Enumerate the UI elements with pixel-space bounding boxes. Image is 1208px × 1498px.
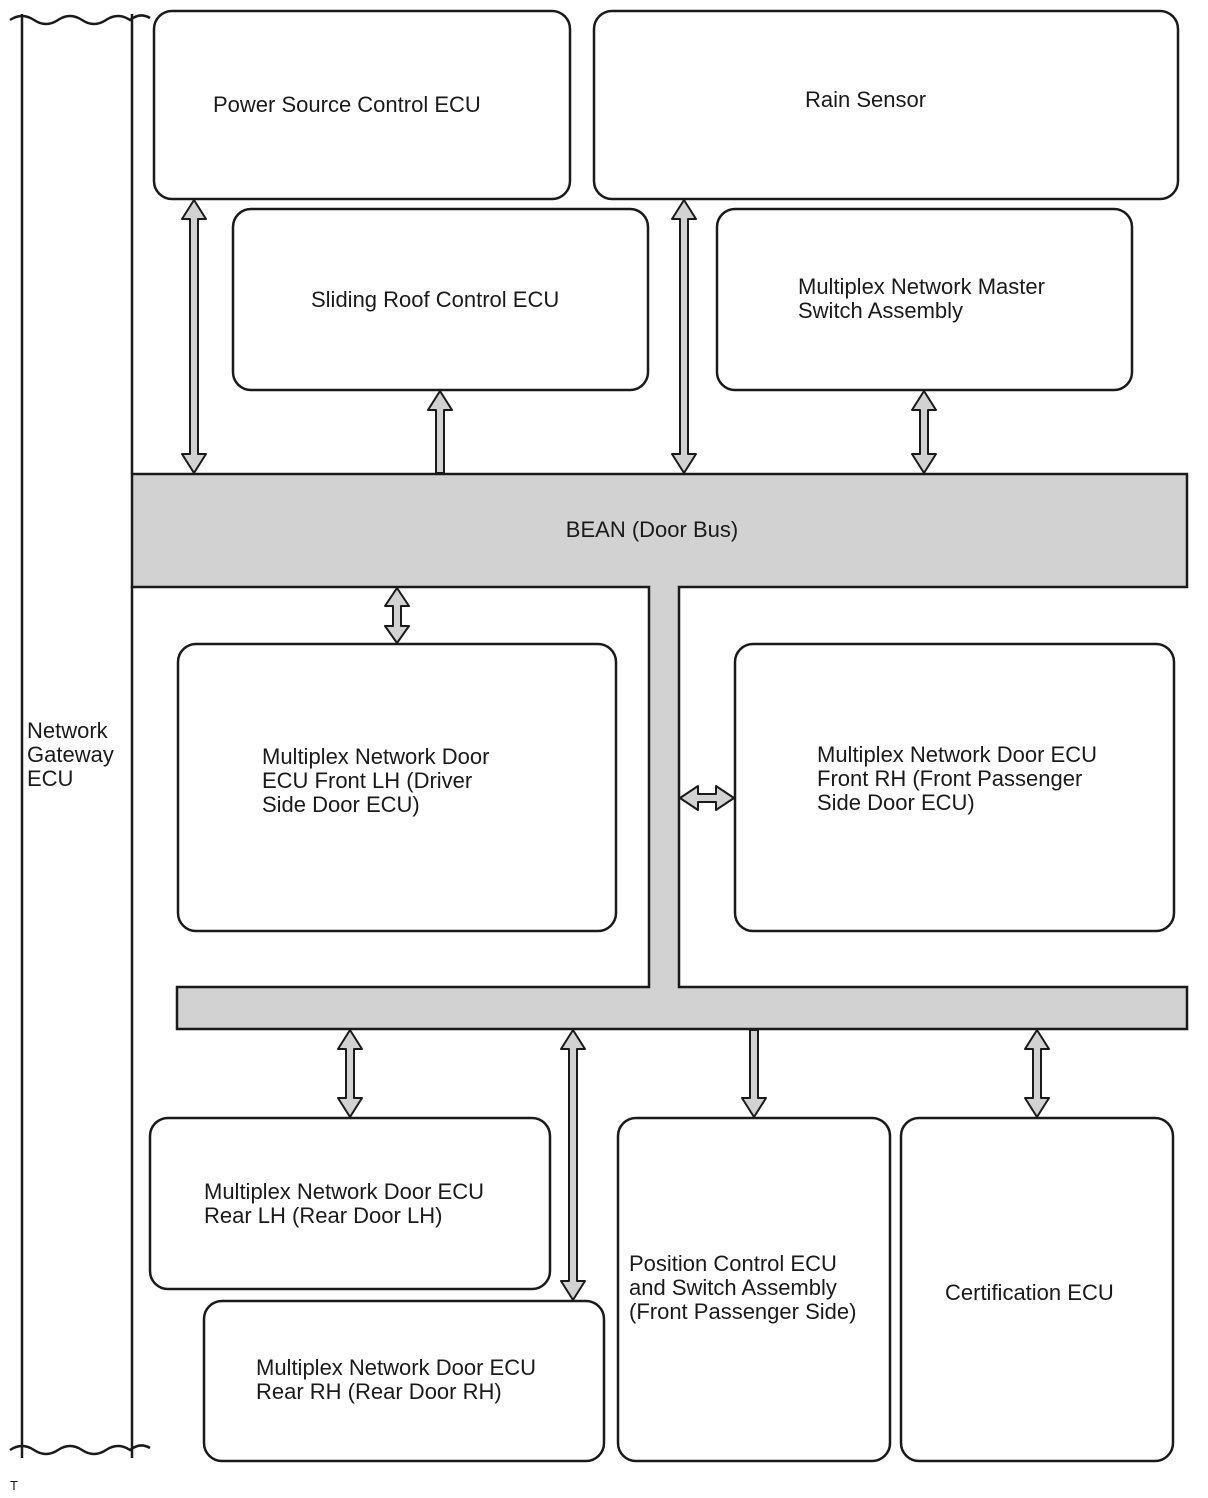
bus-label: BEAN (Door Bus) [566, 517, 738, 542]
node-label-line: Rear RH (Rear Door RH) [256, 1379, 502, 1404]
gateway-column: Network Gateway ECU [9, 14, 151, 1458]
corner-mark: T [10, 1478, 18, 1493]
node-label-line: Sliding Roof Control ECU [311, 287, 559, 312]
double-arrow [679, 785, 735, 811]
gateway-label-line: Gateway [27, 742, 114, 767]
double-arrow [911, 390, 937, 474]
node-label-line: (Front Passenger Side) [629, 1299, 856, 1324]
svg-text:Multiplex Network Door ECU: Multiplex Network Door ECU Rear RH (Rear… [256, 1355, 542, 1404]
node-label-line: Multiplex Network Door ECU [256, 1355, 536, 1380]
svg-text:Position Control ECU and: Position Control ECU and Switch Assembly… [629, 1251, 856, 1324]
svg-text:Power Source Control ECU: Power Source Control ECU [213, 92, 481, 117]
connectors [181, 199, 1050, 1301]
node-label-line: Multiplex Network Door ECU [204, 1179, 484, 1204]
gateway-label-line: Network [27, 718, 109, 743]
node-label-line: Power Source Control ECU [213, 92, 481, 117]
node-label-line: Switch Assembly [798, 298, 963, 323]
node-label-line: Multiplex Network Door [262, 744, 489, 769]
svg-text:Certification ECU: Certification ECU [945, 1280, 1114, 1305]
door-ecu-front-rh: Multiplex Network Door ECU Front RH (Fro… [733, 642, 1176, 933]
double-arrow [671, 199, 697, 474]
node-label-line: Multiplex Network Door ECU [817, 742, 1097, 767]
bean-door-bus [130, 472, 1189, 1031]
gateway-label: Network Gateway ECU [27, 718, 120, 791]
node-label-line: Rear LH (Rear Door LH) [204, 1203, 442, 1228]
node-label-line: Certification ECU [945, 1280, 1114, 1305]
door-ecu-rear-rh: Multiplex Network Door ECU Rear RH (Rear… [202, 1299, 606, 1463]
gateway-label-line: ECU [27, 766, 73, 791]
double-arrow [560, 1029, 586, 1301]
door-ecu-front-lh: Multiplex Network Door ECU Front LH (Dri… [176, 642, 618, 933]
svg-text:Multiplex Network Door ECU: Multiplex Network Door ECU Rear LH (Rear… [204, 1179, 490, 1228]
down-arrow [741, 1029, 767, 1118]
node-label-line: Rain Sensor [805, 87, 926, 112]
rain-sensor: Rain Sensor [592, 9, 1180, 201]
node-label-line: Side Door ECU) [262, 792, 420, 817]
node-label-line: Multiplex Network Master [798, 274, 1045, 299]
double-arrow [181, 199, 207, 474]
position-control-ecu: Position Control ECU and Switch Assembly… [616, 1116, 892, 1463]
svg-text:Multiplex Network Door ECU: Multiplex Network Door ECU Front RH (Fro… [817, 742, 1103, 815]
power-source-control-ecu: Power Source Control ECU [152, 9, 572, 201]
node-label-line: Front RH (Front Passenger [817, 766, 1082, 791]
double-arrow [337, 1029, 363, 1118]
double-arrow [384, 587, 410, 644]
svg-text:Multiplex Network Master: Multiplex Network Master Switch Assembly [798, 274, 1051, 323]
certification-ecu: Certification ECU [899, 1116, 1175, 1463]
node-label-line: and Switch Assembly [629, 1275, 837, 1300]
door-ecu-rear-lh: Multiplex Network Door ECU Rear LH (Rear… [148, 1116, 552, 1291]
svg-text:Multiplex Network Door E: Multiplex Network Door ECU Front LH (Dri… [262, 744, 496, 817]
node-label-line: Side Door ECU) [817, 790, 975, 815]
double-arrow [1024, 1029, 1050, 1118]
up-arrow [427, 390, 453, 474]
master-switch-assembly: Multiplex Network Master Switch Assembly [715, 207, 1134, 392]
svg-text:Sliding Roof Control ECU: Sliding Roof Control ECU [311, 287, 559, 312]
node-label-line: ECU Front LH (Driver [262, 768, 472, 793]
svg-text:Rain Sensor: Rain Sensor [805, 87, 926, 112]
sliding-roof-control-ecu: Sliding Roof Control ECU [231, 207, 650, 392]
node-label-line: Position Control ECU [629, 1251, 837, 1276]
